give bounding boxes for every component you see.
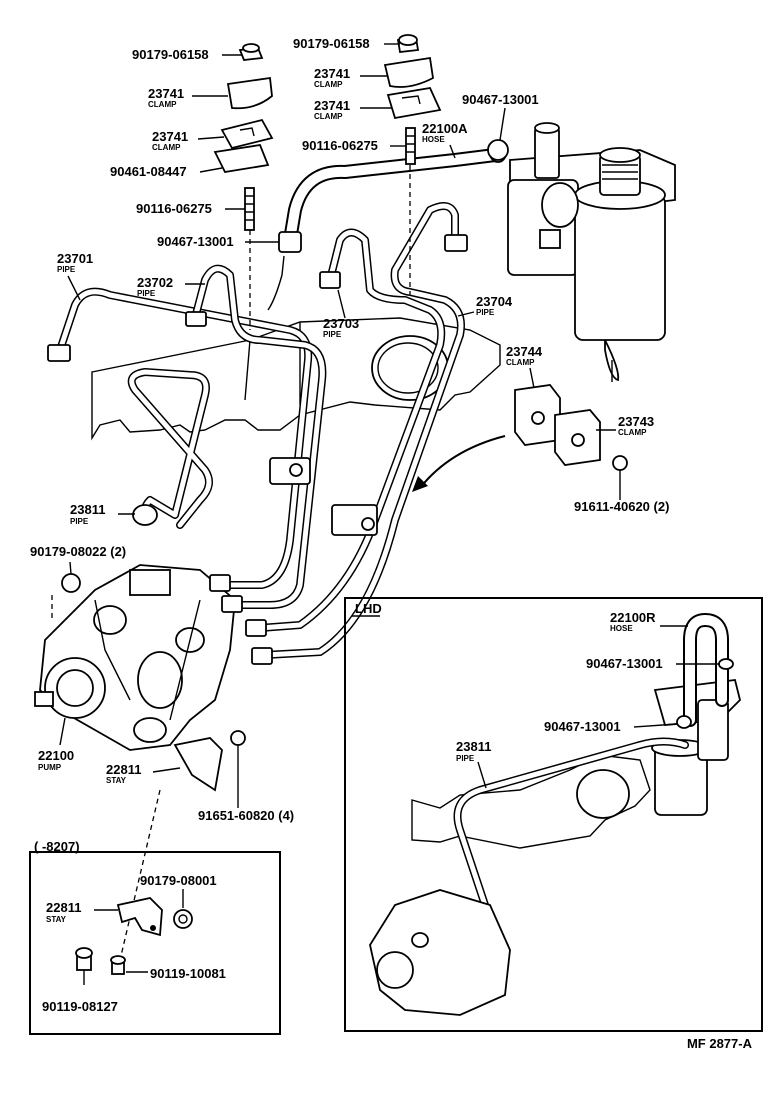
- label-bolt-a: 90461-08447: [110, 164, 187, 179]
- label-clamp-c-name: CLAMP: [314, 80, 343, 89]
- label-nut-top-right: 90179-06158: [293, 36, 370, 51]
- label-hose-22100a-name: HOSE: [422, 135, 445, 144]
- label-clamp-a-name: CLAMP: [148, 100, 177, 109]
- label-pipe-23701-number: 23701: [57, 251, 93, 266]
- inset-old-stay-name: STAY: [46, 915, 67, 924]
- inset-old-stay: ( -8207) 22811 STAY 90179-08001 90119-10…: [29, 839, 281, 1035]
- label-clamp-d-number: 23741: [314, 98, 350, 113]
- label-stay-22811-name: STAY: [106, 776, 127, 785]
- label-bolt-91651: 91651-60820 (4): [198, 808, 294, 823]
- hose-22100a: [267, 143, 507, 311]
- fuel-filter-assembly: [507, 122, 676, 382]
- pipe-23704: [261, 202, 465, 659]
- inset-lhd-hose-number: 22100R: [610, 610, 656, 625]
- inset-lhd-pipe-name: PIPE: [456, 754, 475, 763]
- label-pump-22100-name: PUMP: [38, 763, 62, 772]
- label-pipe-23811-number: 23811: [70, 502, 105, 517]
- label-stud-right: 90116-06275: [302, 138, 378, 153]
- label-pipe-23702-name: PIPE: [137, 289, 156, 298]
- pipe-23811: [127, 368, 213, 529]
- label-pipe-23704-number: 23704: [476, 294, 513, 309]
- label-pipe-23703-name: PIPE: [323, 330, 342, 339]
- inset-old-range: ( -8207): [34, 839, 80, 854]
- label-clamp-c-number: 23741: [314, 66, 350, 81]
- injection-pump: [34, 564, 236, 751]
- assembly-lines: [51, 165, 411, 961]
- label-stay-22811-number: 22811: [106, 762, 141, 777]
- label-clamp-23744-number: 23744: [506, 344, 543, 359]
- inset-old-bolt-b: 90119-08127: [42, 999, 118, 1014]
- injection-pipes: [47, 202, 468, 665]
- label-clamp-d-name: CLAMP: [314, 112, 343, 121]
- pipe-23702: [191, 264, 327, 609]
- label-pipe-23701-name: PIPE: [57, 265, 76, 274]
- label-clamp-23743-number: 23743: [618, 414, 654, 429]
- label-clamp-a-number: 23741: [148, 86, 184, 101]
- pipe-23701: [56, 287, 313, 589]
- pipe-23703: [256, 228, 446, 632]
- label-nut-top-left: 90179-06158: [132, 47, 209, 62]
- label-pump-22100-number: 22100: [38, 748, 74, 763]
- inset-lhd-pipe-number: 23811: [456, 739, 491, 754]
- inset-lhd-title: LHD: [355, 601, 382, 616]
- label-clamp-23744-name: CLAMP: [506, 358, 535, 367]
- inset-lhd-hose-name: HOSE: [610, 624, 633, 633]
- inset-lhd-clip-b: 90467-13001: [544, 719, 621, 734]
- label-clamp-b-name: CLAMP: [152, 143, 181, 152]
- label-pipe-23704-name: PIPE: [476, 308, 495, 317]
- inset-lhd: LHD 22100R HOSE 90467-13001 90467-13001 …: [344, 597, 763, 1032]
- inset-old-stay-number: 22811: [46, 900, 81, 915]
- direction-arrow: [412, 435, 506, 492]
- label-hose-22100a-number: 22100A: [422, 121, 468, 136]
- label-bolt-91611: 91611-40620 (2): [574, 499, 669, 514]
- part-labels: 90179-06158 23741 CLAMP 23741 CLAMP 9046…: [30, 36, 669, 823]
- label-clip-top-right: 90467-13001: [462, 92, 539, 107]
- label-nut-90179-08022: 90179-08022 (2): [30, 544, 126, 559]
- label-stud-left: 90116-06275: [136, 201, 212, 216]
- inset-old-bolt-a: 90119-10081: [150, 966, 226, 981]
- inset-old-nut: 90179-08001: [140, 873, 217, 888]
- label-clip-left: 90467-13001: [157, 234, 234, 249]
- label-pipe-23811-name: PIPE: [70, 517, 89, 526]
- diagram-code: MF 2877-A: [687, 1036, 753, 1051]
- inset-lhd-clip-a: 90467-13001: [586, 656, 663, 671]
- label-pipe-23702-number: 23702: [137, 275, 173, 290]
- label-clamp-b-number: 23741: [152, 129, 188, 144]
- label-pipe-23703-number: 23703: [323, 316, 359, 331]
- label-clamp-23743-name: CLAMP: [618, 428, 647, 437]
